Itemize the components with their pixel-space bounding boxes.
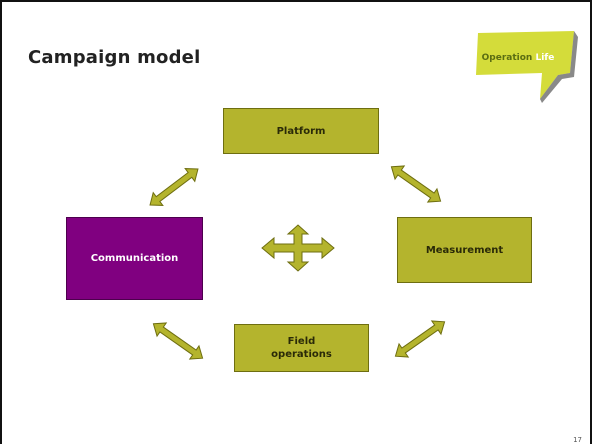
node-platform: Platform (223, 108, 379, 154)
center-four-way-arrow-icon (261, 224, 335, 272)
logo-word-operation: Operation (481, 53, 533, 63)
arrow-communication-field (148, 316, 208, 366)
logo-bubble-icon (476, 31, 578, 103)
arrow-communication-platform (144, 162, 204, 212)
operation-life-logo: Operation Life (472, 29, 582, 105)
node-field-operations: Field operations (234, 324, 369, 372)
page-number: 17 (573, 436, 582, 444)
arrow-field-measurement (390, 314, 450, 364)
logo-word-life: Life (535, 53, 555, 63)
node-measurement: Measurement (397, 217, 532, 283)
slide-title: Campaign model (28, 47, 201, 68)
node-communication: Communication (66, 217, 203, 300)
logo-wordmark: Operation Life (472, 53, 564, 63)
arrow-platform-measurement (386, 159, 446, 209)
